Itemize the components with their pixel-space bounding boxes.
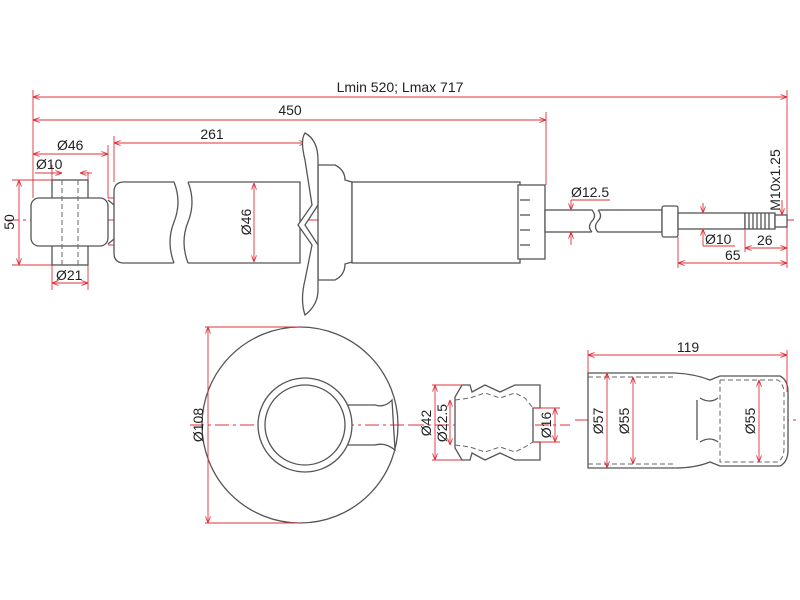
bump-hole-label: Ø16 bbox=[538, 412, 554, 439]
upper-tube bbox=[351, 181, 521, 264]
overall-length-label: Lmin 520; Lmax 717 bbox=[337, 79, 464, 95]
boot-outer-label: Ø57 bbox=[590, 408, 606, 435]
seat-hole bbox=[264, 384, 346, 466]
seat-diameter-label: Ø108 bbox=[190, 408, 206, 442]
dust-cup bbox=[317, 164, 353, 281]
thread-lines bbox=[748, 213, 770, 229]
seat-tab bbox=[348, 398, 396, 452]
bushing-label: Ø21 bbox=[56, 267, 83, 283]
eye-hole-label: Ø10 bbox=[36, 156, 63, 172]
thread-spec-label: M10x1.25 bbox=[767, 149, 783, 211]
piston-rod bbox=[544, 209, 663, 233]
eye-neck bbox=[107, 199, 115, 206]
boot-window bbox=[696, 397, 719, 443]
eye-neck bbox=[107, 238, 115, 245]
boot-inner-label: Ø55 bbox=[616, 408, 632, 435]
seat-inner-circle bbox=[257, 377, 353, 473]
rod-tip bbox=[774, 214, 788, 228]
boot-end-label: Ø55 bbox=[742, 408, 758, 435]
eye-ring bbox=[30, 197, 109, 247]
bump-outer-label: Ø42 bbox=[418, 410, 434, 437]
eye-height-label: 50 bbox=[1, 214, 17, 230]
body-length-label: 450 bbox=[278, 102, 302, 118]
tube-length-label: 261 bbox=[200, 126, 224, 142]
eye-width-label: Ø46 bbox=[57, 137, 84, 153]
bump-stop bbox=[454, 384, 541, 461]
spring-seat bbox=[297, 132, 319, 317]
tube-break-lines bbox=[169, 181, 193, 264]
rod-end-diameter-label: Ø10 bbox=[705, 231, 732, 247]
body-tube bbox=[113, 181, 301, 264]
dust-boot bbox=[587, 372, 789, 469]
thread-length-label: 26 bbox=[757, 232, 773, 248]
cap-ribs bbox=[520, 199, 530, 246]
rod-break bbox=[589, 209, 601, 233]
rod-collar bbox=[661, 205, 679, 238]
seal-cap bbox=[517, 184, 546, 260]
body-diameter-label: Ø46 bbox=[238, 209, 254, 236]
boot-length-label: 119 bbox=[677, 339, 700, 355]
tube-break bbox=[170, 181, 192, 264]
rod-diameter-label: Ø12.5 bbox=[571, 184, 609, 200]
rod-break-lines bbox=[588, 209, 602, 233]
rod-end-length-label: 65 bbox=[725, 247, 741, 263]
bump-inner-label: Ø22.5 bbox=[434, 404, 450, 442]
bump-hidden bbox=[454, 392, 534, 453]
rod-end bbox=[677, 212, 746, 230]
